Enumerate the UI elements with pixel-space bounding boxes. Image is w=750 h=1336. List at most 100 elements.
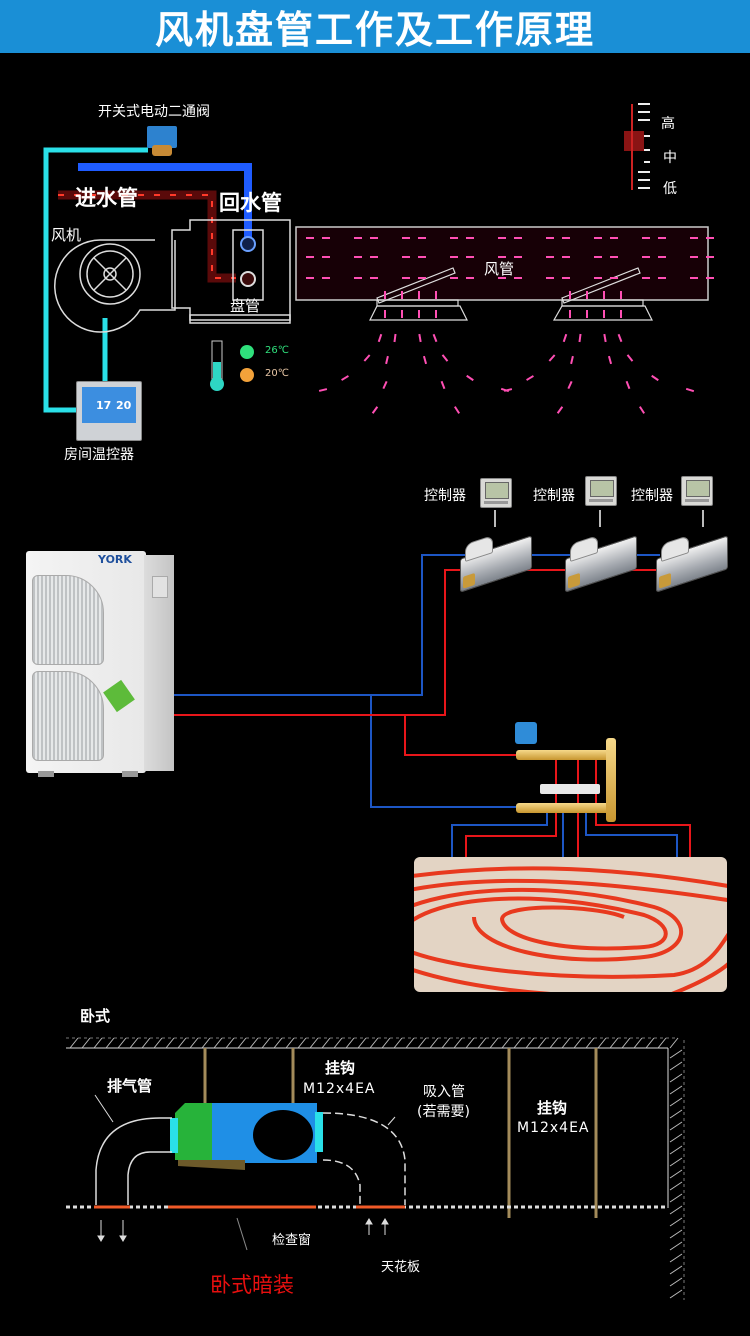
airflow-arrow [638,406,646,414]
hatch-line [141,1037,151,1049]
hatch-line [525,1037,535,1049]
airflow-arrow [363,354,371,362]
airflow-arrow [341,375,349,381]
duct-label: 风管 [484,260,515,278]
hanger-2-spec: M12x4EA [517,1120,590,1136]
hatch-line [177,1037,187,1049]
hatch-line [417,1037,427,1049]
fan-coil-diagram [43,103,714,414]
supply-connector [240,271,256,287]
hatch-line [597,1037,607,1049]
temp-26-label: 26℃ [265,345,289,356]
temp-dot-26 [240,345,254,359]
speed-low-label: 低 [663,181,677,197]
hatch-line [429,1037,439,1049]
hatch-line [489,1037,499,1049]
controller-label-2: 控制器 [533,488,575,504]
hatch-line [645,1037,655,1049]
hatch-line [585,1037,595,1049]
hatch-line [285,1037,295,1049]
hatch-line [669,1157,683,1167]
valve-brass-body [152,145,172,156]
airflow-arrow [567,380,573,390]
speed-slider-knob [624,131,644,151]
outdoor-heat-pump-unit: YORK [26,551,174,778]
hatch-line [213,1037,223,1049]
hatch-line [465,1037,475,1049]
hatch-line [669,1241,683,1251]
temp-dot-20 [240,368,254,382]
hatch-line [405,1037,415,1049]
hatch-line [189,1037,199,1049]
manifold-supply-bar [516,750,614,760]
hatch-line [165,1037,175,1049]
airflow-arrow [625,380,631,390]
hatch-line [573,1037,583,1049]
hatch-line [549,1037,559,1049]
airflow-arrow [570,355,574,365]
thermostat-set-temp: 20 [116,399,132,412]
hatch-line [237,1037,247,1049]
hatch-line [153,1037,163,1049]
floor-heating-pipes-image [414,857,727,992]
install-type-label: 卧式 [80,1007,111,1025]
airflow-arrow [441,354,449,362]
thermostat-room-temp: 17 [96,399,112,412]
controller-device-1 [480,478,512,508]
airflow-arrow [556,406,564,414]
hanger-1-label: 挂钩 [325,1059,356,1077]
airflow-arrow [607,355,613,365]
hatch-line [669,1133,683,1143]
hatch-line [441,1037,451,1049]
airflow-arrow [685,387,695,393]
exhaust-leader [94,1094,114,1123]
concealed-fan-coil-unit [170,1103,323,1170]
thermostat-screen: 17 20 [82,387,136,423]
hatch-line [537,1037,547,1049]
hatch-line [669,1265,683,1275]
ceiling-airflow-arrows [97,1218,389,1242]
hatch-line [513,1037,523,1049]
intake-pipe-label: 吸入管 [423,1084,465,1100]
airflow-arrow [393,333,397,343]
hatch-line [669,1037,679,1049]
airflow-arrow [453,406,461,414]
valve-label: 开关式电动二通阀 [98,104,210,120]
return-pipe [78,163,252,240]
exhaust-pipe-label: 排气管 [107,1077,153,1095]
inspection-window-label: 检查窗 [272,1233,312,1248]
hatch-line [669,1193,683,1203]
return-connector [240,236,256,252]
control-wire [43,147,148,413]
hatch-line [321,1037,331,1049]
hatch-line [669,1217,683,1227]
exhaust-pipe [95,1117,172,1205]
coil-housing [171,219,291,324]
airflow-arrow [385,355,389,365]
hatch-line [669,1073,683,1083]
supply-pipe-label: 进水管 [75,186,138,210]
airflow-arrows [306,237,714,414]
hatch-line [333,1037,343,1049]
hatch-line [273,1037,283,1049]
airflow-arrow [617,333,623,343]
hatch-line [669,1181,683,1191]
brand-logo: YORK [98,553,132,566]
hatch-line [669,1109,683,1119]
hatch-line [369,1037,379,1049]
hatch-line [657,1037,667,1049]
hatch-line [297,1037,307,1049]
speed-medium-label: 中 [663,150,677,166]
airflow-arrow [651,374,659,382]
hatch-line [669,1253,683,1263]
hanger-rods [203,1048,598,1218]
airflow-arrow [432,333,438,343]
temp-20-label: 20℃ [265,368,289,379]
hatch-line [669,1061,683,1071]
airflow-arrow [578,333,582,343]
room-thermostat-device: 17 20 [76,381,142,441]
air-duct [295,226,709,301]
hatch-line [669,1097,683,1107]
hatch-line [477,1037,487,1049]
hatch-line [129,1037,139,1049]
